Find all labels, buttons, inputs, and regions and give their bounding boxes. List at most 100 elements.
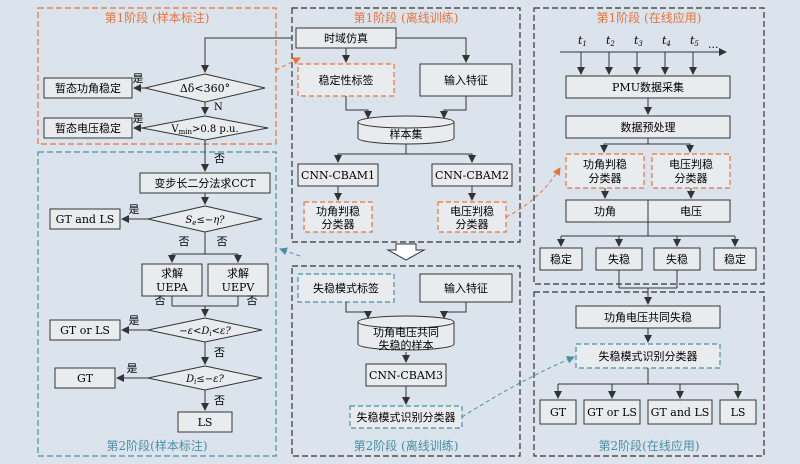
panel-stage2-online-title: 第2阶段(在线应用) [599, 438, 700, 453]
timeline-labels: t1 t2 t3 t4 t5 ... [578, 34, 719, 51]
box-mode-label-text: 失稳模式标签 [313, 281, 379, 295]
box-stable-1-label: 稳定 [550, 252, 572, 266]
timeline-ticks [577, 52, 697, 75]
edge-delta-yes-label: 是 [133, 72, 144, 85]
box-online-angle-clf-line2: 分类器 [589, 171, 622, 185]
box-stability-label [297, 63, 395, 97]
box-ls [177, 411, 233, 433]
timeline-t5: t5 [690, 34, 699, 48]
edge-se-yes-label: 是 [129, 203, 140, 216]
panel-stage1-offline [291, 7, 521, 243]
diamond-delta-label: Δδ<360° [180, 82, 230, 95]
box-out-ls [719, 399, 757, 425]
box-gt-label: GT [77, 372, 94, 385]
edge-input2-to-joint [440, 302, 467, 319]
box-out-gt-label: GT [550, 406, 567, 419]
panel-stage2-labeling [37, 151, 277, 457]
timeline-t3: t3 [634, 34, 643, 48]
box-out-gt-and-ls [647, 399, 713, 425]
box-cct-label: 变步长二分法求CCT [154, 176, 256, 190]
panel-stage2-offline [291, 265, 521, 457]
box-online-angle-clf-line1: 功角判稳 [583, 157, 627, 171]
edge-vmin-no-label: 否 [214, 152, 225, 165]
cylinder-joint-samples-line1: 功角电压共同 [373, 326, 439, 339]
edge-d-yes-label: 是 [129, 314, 140, 327]
box-gt [54, 367, 116, 389]
edge-label-to-stability [275, 57, 301, 71]
box-offline-mode-clf-label: 失稳模式识别分类器 [357, 410, 456, 424]
box-joint-unstable-label: 功角电压共同失稳 [604, 310, 692, 324]
box-online-volt-clf-line2: 分类器 [675, 171, 708, 185]
box-offline-angle-clf [303, 201, 373, 233]
diamond-d-label: −ε<Di<ε? [179, 326, 231, 338]
box-online-volt-clf-line1: 电压判稳 [669, 157, 713, 171]
edge-sample-to-cnn2 [406, 153, 476, 163]
panel-stage1-online [533, 7, 765, 285]
box-solve-uepv [207, 263, 269, 297]
cylinder-joint-samples-line2: 失稳的样本 [379, 338, 434, 352]
edge-se-no-label-right: 否 [217, 235, 228, 248]
edge-di-yes-label: 是 [127, 362, 138, 375]
panel-stage1-labeling [37, 7, 277, 145]
box-input-features-2 [419, 273, 513, 303]
box-solve-uepv-line1: 求解 [227, 266, 249, 280]
box-online-mode-clf [575, 343, 721, 369]
box-time-domain-sim-label: 时域仿真 [324, 31, 368, 45]
edge-uepv-no-label: 否 [247, 294, 258, 307]
edge-mode-to-joint [345, 302, 372, 319]
panel-stage2-labeling-title: 第2阶段(样本标注) [107, 438, 208, 453]
box-input-features-2-label: 输入特征 [444, 281, 488, 295]
box-gt-or-ls-label: GT or LS [60, 324, 110, 337]
panel-stage2-online [533, 291, 765, 457]
edge-offline-mode-clf-to-online [461, 356, 575, 418]
panel-stage1-labeling-title: 第1阶段 (样本标注) [105, 10, 210, 25]
box-gt-and-ls-label: GT and LS [56, 213, 115, 226]
edge-di-no-label: 否 [214, 394, 225, 407]
edge-sim-to-delta [201, 37, 292, 73]
box-stable-1 [539, 247, 583, 271]
box-transient-angle-stable-label: 暂态功角稳定 [55, 81, 121, 95]
box-solve-uepa-line2: UEPA [156, 281, 189, 294]
box-stable-2 [713, 247, 757, 271]
box-offline-angle-clf-line2: 分类器 [322, 217, 355, 231]
box-stability-label-text: 稳定性标签 [319, 73, 374, 87]
edge-preprocess-to-volt-clf [648, 143, 694, 153]
box-transient-angle-stable [43, 77, 133, 99]
timeline-t4: t4 [662, 34, 671, 48]
box-input-features-label: 输入特征 [444, 73, 488, 87]
diamond-di-label: Di≤−ε? [185, 374, 224, 386]
box-cnn-cbam3-label: CNN-CBAM3 [369, 369, 443, 382]
panel-stage1-online-title: 第1阶段 (在线应用) [597, 10, 702, 25]
box-offline-volt-clf-line1: 电压判稳 [450, 204, 494, 218]
box-out-gt-and-ls-label: GT and LS [651, 406, 710, 419]
box-gt-or-ls [49, 319, 121, 341]
diamond-vmin-label: Vmin>0.8 p.u. [170, 124, 238, 136]
cylinder-joint-samples [357, 315, 455, 351]
box-gt-and-ls [49, 208, 121, 230]
edge-stability-to-sample [345, 96, 372, 119]
box-preprocess-label: 数据预处理 [621, 120, 676, 134]
edge-stage2-back-to-labeling [279, 247, 301, 257]
edge-sample-to-cnn1 [334, 144, 407, 163]
edge-input-to-sample [440, 96, 467, 119]
panel-stage1-offline-title: 第1阶段 (离线训练) [354, 10, 459, 25]
box-voltage-label: 电压 [680, 205, 702, 218]
cylinder-sample-set-label: 样本集 [390, 127, 423, 141]
box-offline-angle-clf-line1: 功角判稳 [316, 204, 360, 218]
box-ls-label: LS [198, 416, 213, 429]
box-unstable-1-label: 失稳 [608, 252, 630, 266]
arrow-stage-transition [386, 243, 426, 261]
edge-preprocess-to-angle-clf [600, 138, 649, 153]
edge-d-no-label: 否 [214, 346, 225, 359]
box-online-volt-clf [651, 153, 731, 189]
box-out-ls-label: LS [731, 406, 746, 419]
box-solve-uepv-line2: UEPV [222, 281, 256, 294]
box-out-gt-or-ls [583, 399, 641, 425]
timeline-ellipsis: ... [708, 38, 719, 51]
box-online-angle-clf [565, 153, 645, 189]
box-online-mode-clf-label: 失稳模式识别分类器 [599, 349, 698, 363]
box-out-gt [539, 399, 577, 425]
box-cnn-cbam1-label: CNN-CBAM1 [301, 169, 375, 182]
box-pmu-label: PMU数据采集 [612, 80, 684, 94]
edge-se-no-label-left: 否 [179, 235, 190, 248]
